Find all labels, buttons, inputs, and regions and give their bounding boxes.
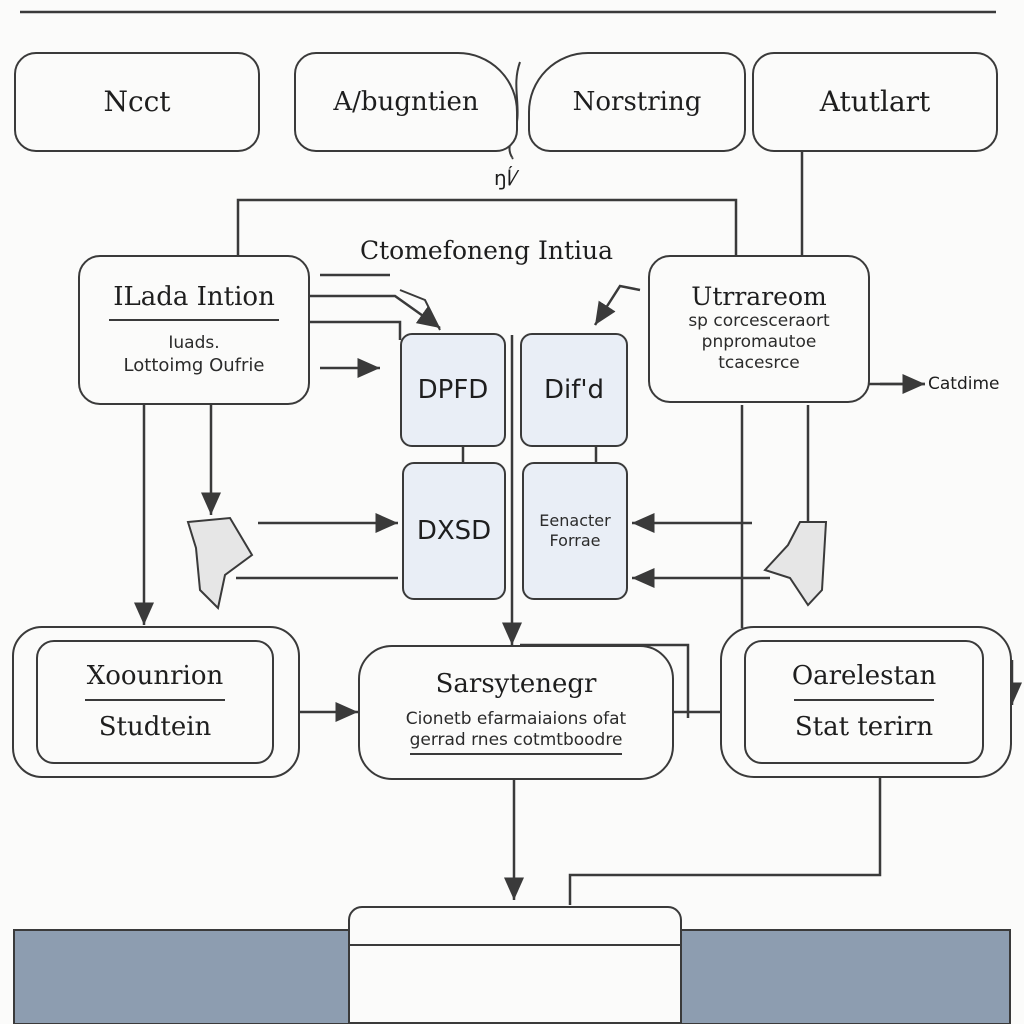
block-difd[interactable]: Dif'd <box>520 333 628 447</box>
bottom-left-node[interactable]: Xoounrion Studtein <box>36 640 274 764</box>
group-title: Ctomefoneng Intiua <box>360 236 614 265</box>
block-eenacter[interactable]: Eenacter Forrae <box>522 462 628 600</box>
bottom-right-title: Oarelestan <box>791 661 937 692</box>
right-flag-glyph <box>763 521 828 607</box>
block-dpfd[interactable]: DPFD <box>400 333 506 447</box>
footer-box-divider <box>350 944 680 946</box>
footer-box[interactable] <box>348 906 682 1024</box>
bottom-center-line2: gerrad rnes cotmtboodre <box>409 730 623 756</box>
block-dpfd-label: DPFD <box>417 374 489 405</box>
bottom-center-line1: Cionetb efarmaiaions ofat <box>405 708 627 729</box>
top-node-abugntien-label: A/bugntien <box>333 86 479 117</box>
right-node-line2: pnpromautoe <box>701 332 817 353</box>
connector-left-branch <box>310 320 402 340</box>
right-node-title: Utrrareom <box>691 282 827 312</box>
top-node-norstring[interactable]: Norstring <box>528 52 746 152</box>
block-eenacter-line1: Eenacter <box>539 511 611 530</box>
bottom-left-title: Xoounrion <box>86 661 224 692</box>
block-eenacter-line2: Forrae <box>549 531 601 550</box>
right-side-label: Catdime <box>928 374 1000 394</box>
left-node[interactable]: ILada Intion Iuads. Lottoimg Oufrie <box>78 255 310 405</box>
bottom-left-divider <box>85 699 225 701</box>
top-node-atutlart[interactable]: Atutlart <box>752 52 998 152</box>
bottom-right-divider <box>794 699 934 701</box>
block-difd-label: Dif'd <box>543 374 605 405</box>
left-node-title: ILada Intion <box>113 281 275 312</box>
left-node-line1: Iuads. <box>168 333 220 354</box>
bottom-left-subtitle: Studtein <box>98 712 212 742</box>
left-flag-glyph <box>186 516 254 611</box>
bottom-center-title: Sarsytenegr <box>435 668 597 699</box>
bottom-right-node[interactable]: Oarelestan Stat terirn <box>744 640 984 764</box>
right-node-line1: sp corcesceraort <box>688 310 830 331</box>
top-node-atutlart-label: Atutlart <box>819 84 931 118</box>
left-node-divider <box>109 319 279 322</box>
left-node-line2: Lottoimg Oufrie <box>123 354 265 376</box>
group-bracket <box>236 198 738 255</box>
connector-right-to-footer <box>568 765 882 905</box>
top-node-ncct-label: Ncct <box>103 84 171 118</box>
top-node-norstring-label: Norstring <box>572 86 702 117</box>
bottom-right-subtitle: Stat terirn <box>794 712 934 742</box>
top-glyph-label: ŋĺ⁄ <box>494 166 516 190</box>
top-node-ncct[interactable]: Ncct <box>14 52 260 152</box>
block-dxsd[interactable]: DXSD <box>402 462 506 600</box>
left-squiggle <box>399 289 441 331</box>
block-dxsd-label: DXSD <box>416 515 492 546</box>
connector-left-to-dpfd <box>310 294 441 330</box>
right-node-line3: tcacesrce <box>718 353 800 374</box>
connector-right-to-difd <box>593 284 641 326</box>
right-node[interactable]: Utrrareom sp corcesceraort pnpromautoe t… <box>648 255 870 403</box>
top-node-abugntien[interactable]: A/bugntien <box>294 52 518 152</box>
bottom-center-node[interactable]: Sarsytenegr Cionetb efarmaiaions ofat ge… <box>358 645 674 780</box>
